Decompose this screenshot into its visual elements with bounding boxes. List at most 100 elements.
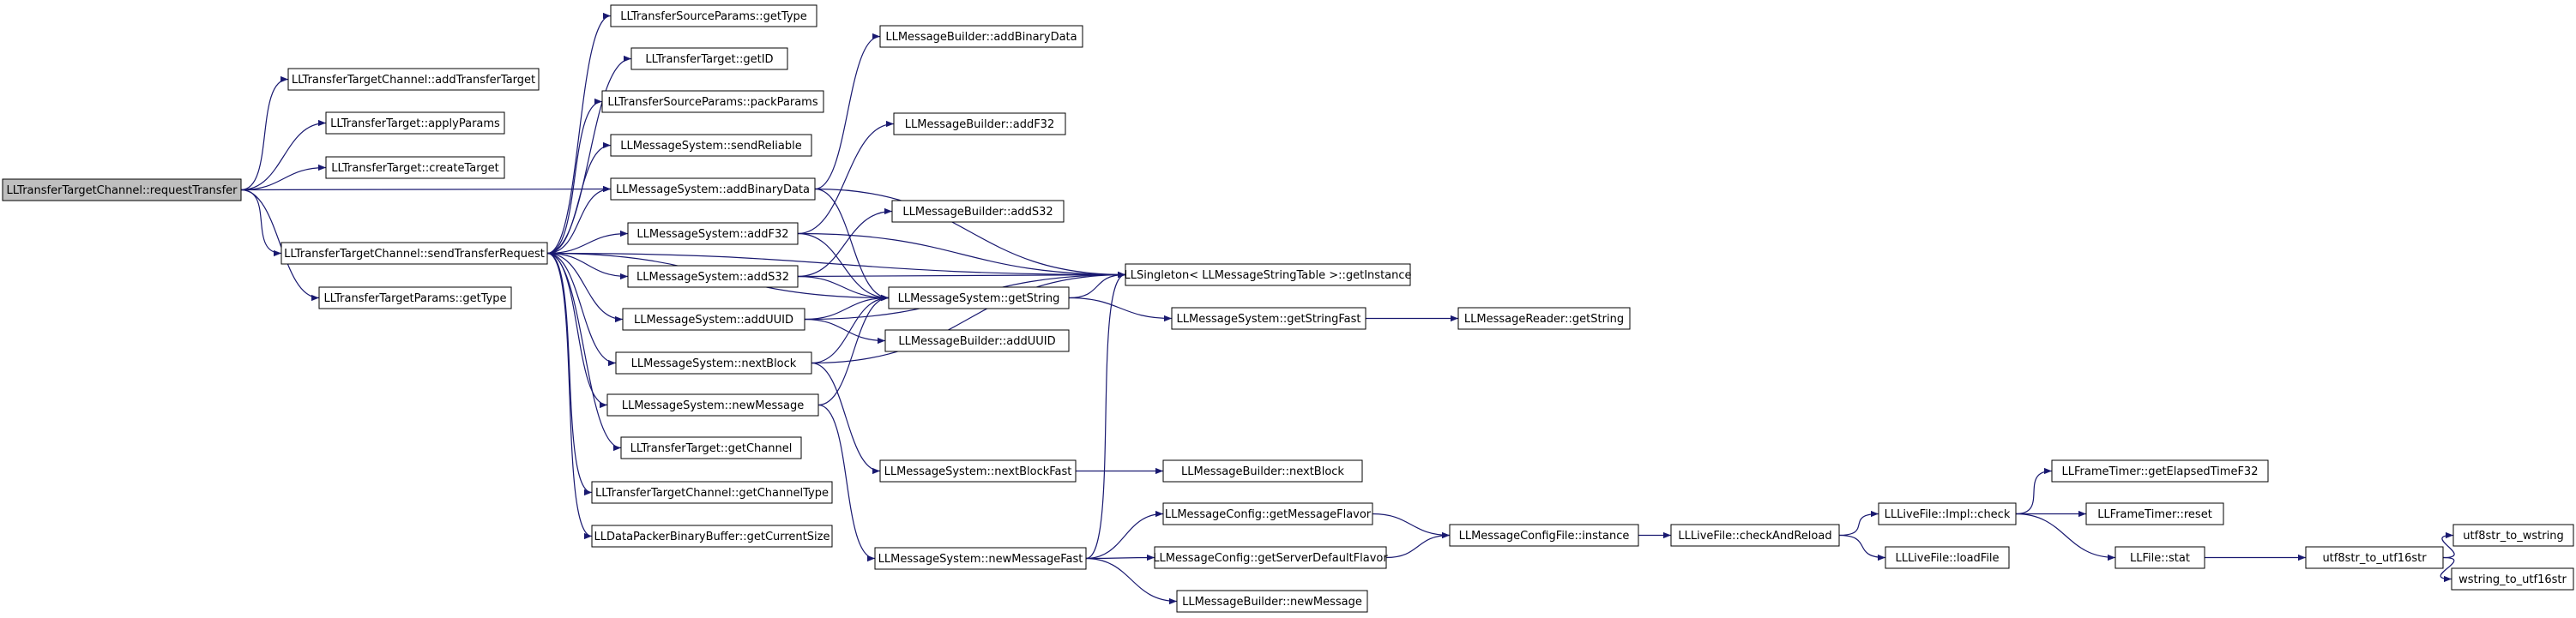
node-label: LLTransferTargetParams::getType [323,292,506,305]
edge-root-to-apply-params [240,119,327,191]
node-utf8to-w[interactable]: utf8str_to_wstring [2452,524,2574,547]
node-label: LLTransferSourceParams::getType [620,10,807,23]
node-send-transfer-request[interactable]: LLTransferTargetChannel::sendTransferReq… [281,242,548,265]
edge-send-transfer-request-to-pack-params [546,98,603,255]
edge-root-to-create-target [240,164,327,191]
edge-ms-add-s32-to-ms-get-string [797,275,890,302]
node-apply-params[interactable]: LLTransferTarget::applyParams [325,111,505,135]
node-reader-get-string[interactable]: LLMessageReader::getString [1457,307,1631,330]
edge-check-and-reload-to-impl-check [1838,510,1879,537]
node-box [2051,459,2269,483]
node-box [630,47,788,70]
node-mb-add-binary-data[interactable]: LLMessageBuilder::addBinaryData [879,25,1083,48]
node-box [318,286,512,309]
node-label: LLMessageSystem::addF32 [636,228,788,241]
node-ms-get-string[interactable]: LLMessageSystem::getString [888,286,1070,309]
edge-ms-next-block-to-singleton [811,271,1126,364]
node-box [627,265,799,288]
node-label: LLMessageSystem::addS32 [636,271,789,284]
node-box [888,286,1070,309]
node-tsp-get-type[interactable]: LLTransferSourceParams::getType [610,4,817,27]
node-utf8to16[interactable]: utf8str_to_utf16str [2305,546,2444,569]
edge-send-transfer-request-to-singleton [546,252,1126,279]
node-box [2305,546,2444,569]
node-check-and-reload[interactable]: LLLiveFile::checkAndReload [1670,524,1840,547]
node-label: LLMessageBuilder::addF32 [905,118,1054,131]
node-ms-next-block[interactable]: LLMessageSystem::nextBlock [615,351,812,375]
node-box [287,68,540,91]
node-box [1457,307,1631,330]
node-root[interactable]: LLTransferTargetChannel::requestTransfer [2,178,242,201]
node-box [2114,546,2205,569]
edge-send-transfer-request-to-ms-new-message [546,252,608,409]
node-config-instance[interactable]: LLMessageConfigFile::instance [1449,524,1639,547]
node-load-file[interactable]: LLLiveFile::loadFile [1885,546,2010,569]
node-label: LLMessageSystem::newMessage [622,399,805,412]
node-label: LLTransferTargetChannel::getChannelType [595,487,829,500]
node-label: LLMessageSystem::addBinaryData [616,183,810,196]
edge-send-transfer-request-to-get-id [546,55,632,255]
edge-ms-new-message-fast-to-singleton [1085,271,1126,560]
node-box [591,481,833,504]
node-mb-add-s32[interactable]: LLMessageBuilder::addS32 [891,200,1065,223]
node-impl-check[interactable]: LLLiveFile::Impl::check [1878,502,2017,525]
node-ms-add-binary-data[interactable]: LLMessageSystem::addBinaryData [610,177,816,201]
node-box [2451,567,2574,591]
node-create-target[interactable]: LLTransferTarget::createTarget [325,156,505,179]
edge-ms-new-message-to-ms-new-message-fast [817,404,876,562]
node-ms-add-uuid[interactable]: LLMessageSystem::addUUID [622,308,805,331]
node-label: LLMessageBuilder::addBinaryData [885,31,1077,44]
node-singleton[interactable]: LLSingleton< LLMessageStringTable >::get… [1124,263,1412,286]
node-ms-add-s32[interactable]: LLMessageSystem::addS32 [627,265,799,288]
edge-ms-add-uuid-to-ms-get-string [804,294,890,321]
node-ms-new-message[interactable]: LLMessageSystem::newMessage [606,393,819,417]
node-add-transfer-target[interactable]: LLTransferTargetChannel::addTransferTarg… [287,68,540,91]
edge-ms-add-f32-to-mb-add-f32 [797,120,895,235]
node-box [893,112,1066,135]
node-mb-add-f32[interactable]: LLMessageBuilder::addF32 [893,112,1066,135]
node-box [627,222,799,245]
node-label: utf8str_to_wstring [2463,530,2563,543]
node-get-channel[interactable]: LLTransferTarget::getChannel [620,436,802,459]
node-pack-params[interactable]: LLTransferSourceParams::packParams [601,90,824,113]
node-ms-add-f32[interactable]: LLMessageSystem::addF32 [627,222,799,245]
node-frame-reset[interactable]: LLFrameTimer::reset [2085,502,2224,525]
node-box [1125,263,1411,286]
edge-send-transfer-request-to-get-current-size [546,252,593,540]
node-label: LLMessageBuilder::newMessage [1182,596,1362,609]
node-send-reliable[interactable]: LLMessageSystem::sendReliable [610,134,812,157]
node-label: wstring_to_utf16str [2458,573,2567,586]
node-box [1878,502,2017,525]
node-label: LLTransferTarget::getChannel [630,442,793,455]
node-label: LLFile::stat [2130,552,2190,565]
node-mb-add-uuid[interactable]: LLMessageBuilder::addUUID [884,329,1070,352]
node-ms-next-block-fast[interactable]: LLMessageSystem::nextBlockFast [879,459,1077,483]
node-label: LLTransferTargetChannel::sendTransferReq… [284,248,545,261]
node-mb-new-message[interactable]: LLMessageBuilder::newMessage [1176,590,1368,613]
node-box [325,111,505,135]
node-label: LLDataPackerBinaryBuffer::getCurrentSize [594,531,830,543]
node-file-stat[interactable]: LLFile::stat [2114,546,2205,569]
node-get-current-size[interactable]: LLDataPackerBinaryBuffer::getCurrentSize [591,525,833,548]
node-box [610,4,817,27]
node-mb-next-block[interactable]: LLMessageBuilder::nextBlock [1162,459,1363,483]
edge-get-server-default-flavor-to-config-instance [1385,531,1451,559]
edge-ms-new-message-to-ms-get-string [817,294,890,406]
edge-ms-new-message-fast-to-mb-new-message [1085,557,1178,605]
node-get-elapsed[interactable]: LLFrameTimer::getElapsedTimeF32 [2051,459,2269,483]
node-get-string-fast[interactable]: LLMessageSystem::getStringFast [1171,307,1366,330]
edge-utf8to16-to-wto-utf16 [2440,556,2455,583]
node-label: LLMessageConfigFile::instance [1459,530,1630,543]
node-get-channel-type[interactable]: LLTransferTargetChannel::getChannelType [591,481,833,504]
node-get-id[interactable]: LLTransferTarget::getID [630,47,788,70]
node-wto-utf16[interactable]: wstring_to_utf16str [2451,567,2574,591]
node-box [879,25,1083,48]
node-box [591,525,833,548]
node-label: LLMessageBuilder::addS32 [902,206,1053,219]
node-get-server-default-flavor[interactable]: LLMessageConfig::getServerDefaultFlavor [1153,546,1388,569]
edge-root-to-send-transfer-request [240,189,282,257]
edge-ms-add-uuid-to-mb-add-uuid [804,318,886,345]
node-get-message-flavor[interactable]: LLMessageConfig::getMessageFlavor [1162,502,1373,525]
node-ms-new-message-fast[interactable]: LLMessageSystem::newMessageFast [874,547,1087,570]
node-ttp-get-type[interactable]: LLTransferTargetParams::getType [318,286,512,309]
